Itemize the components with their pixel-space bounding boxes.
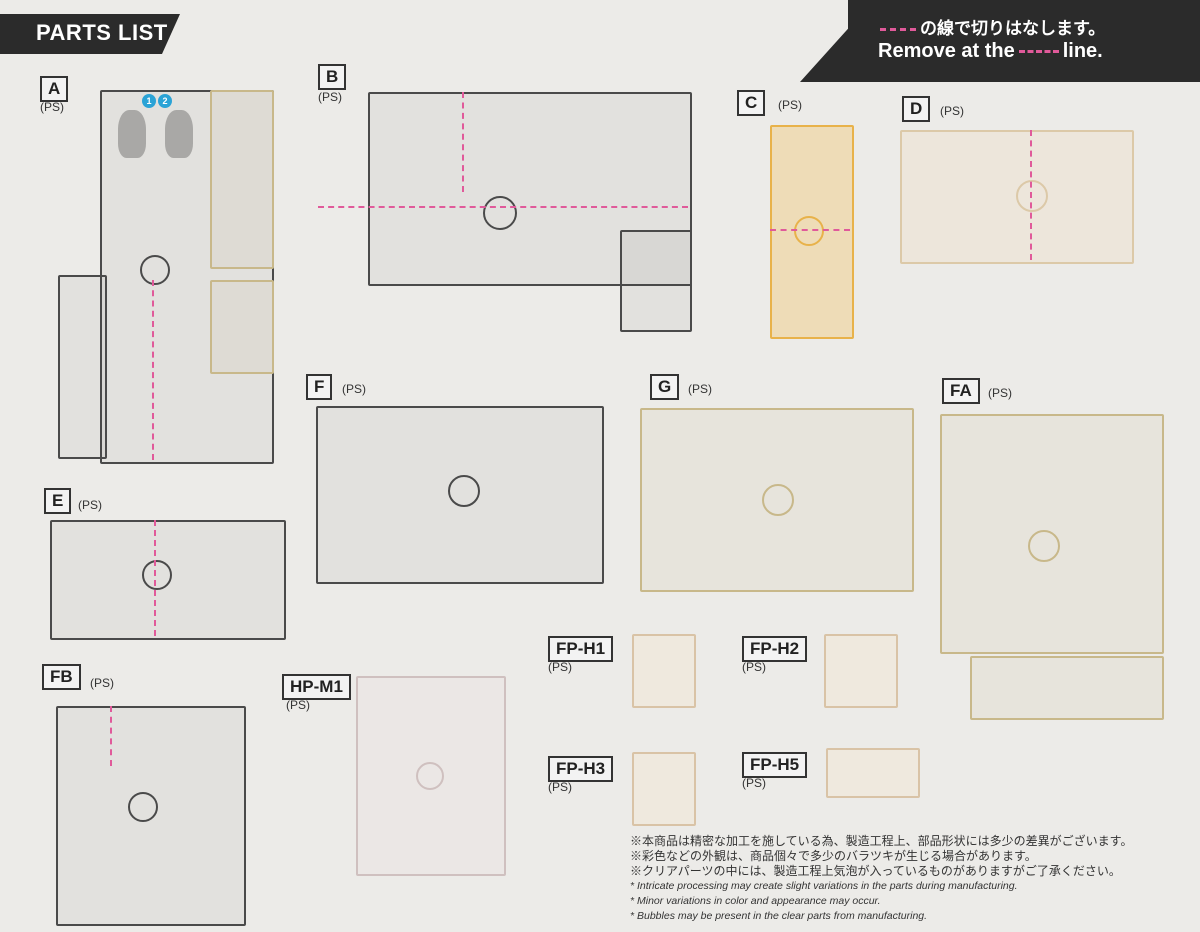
banner-en-after: line. — [1062, 40, 1103, 62]
sprue-b-frame — [368, 92, 692, 286]
material-c: (PS) — [778, 98, 802, 112]
sprue-label-g: G — [650, 374, 680, 400]
sprue-label-d: D — [902, 96, 931, 122]
cut-line-fb — [110, 706, 112, 766]
sprue-fa-lower — [970, 656, 1164, 720]
note-en-3: * Bubbles may be present in the clear pa… — [630, 910, 928, 922]
cut-line-d — [1030, 130, 1032, 260]
material-fa: (PS) — [988, 386, 1012, 400]
sprue-label-fp-h5: FP-H5 — [742, 752, 808, 778]
sprue-fp-h3-frame — [632, 752, 696, 826]
banner-jp-line: の線で切りはなします。 — [880, 14, 1105, 39]
part-number-a2: 2 — [158, 94, 172, 108]
material-fp-h5: (PS) — [742, 776, 766, 790]
banner-en-line: Remove at the line. — [878, 40, 1103, 63]
parts-list-header — [0, 14, 180, 54]
note-jp-1: ※本商品は精密な加工を施している為、製造工程上、部品形状には多少の差異がございま… — [630, 834, 1133, 848]
sprue-label-fb: FB — [42, 664, 81, 690]
banner-en-before: Remove at the — [878, 40, 1015, 62]
part-a2 — [165, 110, 193, 158]
sprue-c-hub — [794, 216, 824, 246]
sprue-b-extension — [620, 230, 692, 332]
cut-line-sample-en — [1018, 50, 1059, 54]
sprue-d-hub — [1016, 180, 1048, 212]
notes-block: ※本商品は精密な加工を施している為、製造工程上、部品形状には多少の差異がございま… — [630, 834, 1190, 924]
sprue-label-e: E — [44, 488, 72, 514]
sprue-f-hub — [448, 475, 480, 507]
material-d: (PS) — [940, 104, 964, 118]
material-b: (PS) — [318, 90, 342, 104]
note-en-2: * Minor variations in color and appearan… — [630, 895, 881, 907]
part-number-a1: 1 — [142, 94, 156, 108]
sprue-a-side — [58, 275, 107, 459]
sprue-fp-h5-frame — [826, 748, 920, 798]
material-a: (PS) — [40, 100, 64, 114]
sprue-b-hub — [483, 196, 517, 230]
material-fp-h3: (PS) — [548, 780, 572, 794]
material-hp-m1: (PS) — [286, 698, 310, 712]
page-title: PARTS LIST — [36, 20, 168, 45]
sprue-label-fp-h3: FP-H3 — [548, 756, 614, 782]
sprue-fp-h2-frame — [824, 634, 898, 708]
material-e: (PS) — [78, 498, 102, 512]
cut-line-banner — [800, 0, 1200, 82]
sprue-a-frame — [100, 90, 274, 464]
material-fp-h1: (PS) — [548, 660, 572, 674]
cut-line-b — [318, 206, 688, 208]
note-jp-2: ※彩色などの外観は、商品個々で多少のバラツキが生じる場合があります。 — [630, 849, 1037, 863]
sprue-label-b: B — [318, 64, 347, 90]
sprue-a-tan-section-2 — [210, 280, 274, 374]
note-en-1: * Intricate processing may create slight… — [630, 880, 1018, 892]
material-fp-h2: (PS) — [742, 660, 766, 674]
material-g: (PS) — [688, 382, 712, 396]
sprue-label-hp-m1: HP-M1 — [282, 674, 351, 700]
banner-jp-text: の線で切りはなします。 — [920, 19, 1106, 38]
cut-line-c — [770, 229, 850, 231]
cut-line-sample — [880, 28, 916, 32]
part-a1 — [118, 110, 146, 158]
sprue-label-a: A — [40, 76, 69, 102]
sprue-g-hub — [762, 484, 794, 516]
sprue-a-tan-section — [210, 90, 274, 269]
sprue-label-c: C — [737, 90, 766, 116]
sprue-label-f: F — [306, 374, 333, 400]
material-fb: (PS) — [90, 676, 114, 690]
note-jp-3: ※クリアパーツの中には、製造工程上気泡が入っているものがありますがご了承ください… — [630, 864, 1121, 878]
sprue-a-hub — [140, 255, 170, 285]
sprue-fp-h1-frame — [632, 634, 696, 708]
sprue-fa-hub — [1028, 530, 1060, 562]
sprue-label-fp-h1: FP-H1 — [548, 636, 614, 662]
sprue-fb-hub — [128, 792, 158, 822]
cut-line-a — [152, 280, 154, 460]
sprue-e-hub — [142, 560, 172, 590]
cut-line-e — [154, 520, 156, 636]
sprue-label-fa: FA — [942, 378, 980, 404]
cut-line-b-2 — [462, 92, 464, 192]
sprue-label-fp-h2: FP-H2 — [742, 636, 808, 662]
sprue-hp-m1-hub — [416, 762, 444, 790]
material-f: (PS) — [342, 382, 366, 396]
